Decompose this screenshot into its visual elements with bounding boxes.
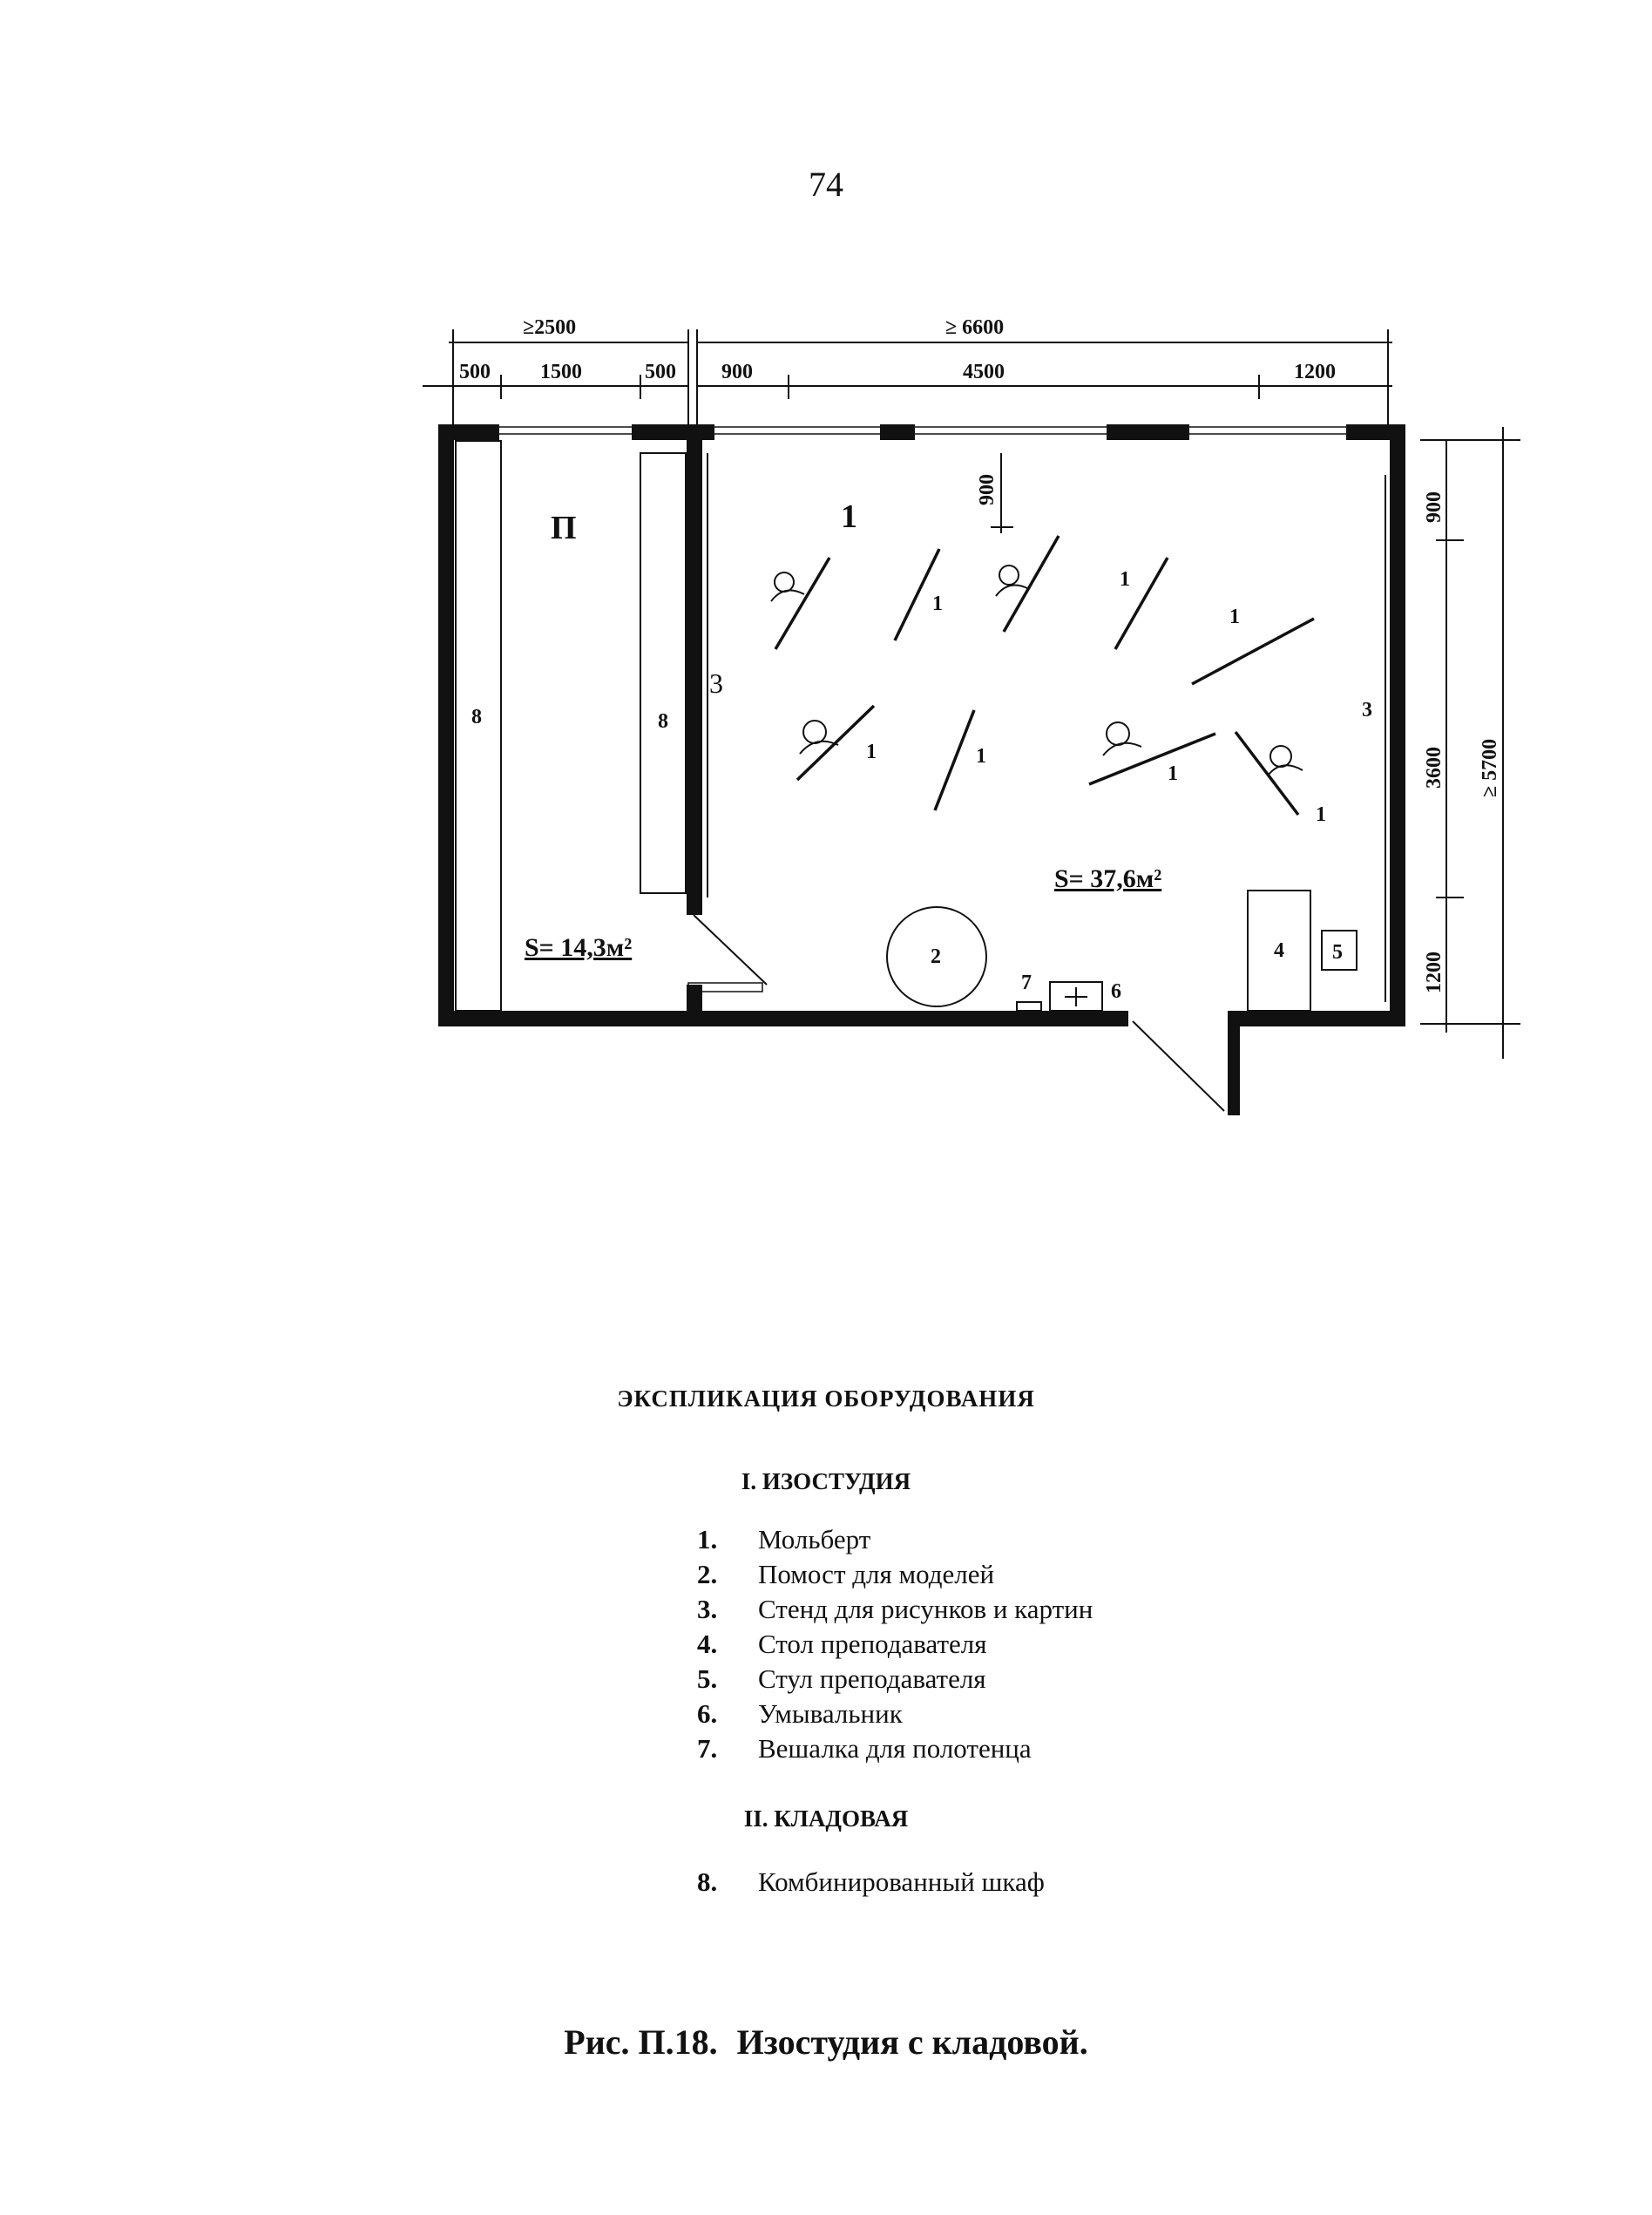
section-1-title: I. ИЗОСТУДИЯ [741,1468,911,1494]
easel-mark: 1 [976,745,986,768]
floor-plan: ≥2500 ≥ 6600 500 1500 500 900 4500 1200 … [423,316,1520,1115]
windows [499,426,1346,435]
dim-top-right-seg: 4500 [963,361,1005,383]
studio-label: 1 [841,498,857,535]
list-item: 1.Мольберт [697,1524,871,1555]
easel-mark: 1 [932,593,943,615]
dim-right-seg: 3600 [1423,747,1446,789]
desk-mark: 4 [1274,939,1284,962]
stand-mark: 3 [709,667,723,699]
washbasin-mark: 6 [1111,980,1121,1003]
top-dimension-lines [423,329,1392,533]
artists [770,565,1303,776]
list-item: 7.Вешалка для полотенца [697,1733,1032,1764]
page-number: 74 [809,165,843,204]
section-2-title: II. КЛАДОВАЯ [743,1805,909,1832]
model-platform [886,906,987,1007]
dim-top-left-seg: 500 [645,361,676,383]
platform-mark: 2 [931,945,941,968]
list-item: 3.Стенд для рисунков и картин [697,1594,1093,1624]
dim-top-left-seg: 1500 [540,361,582,383]
list-item: 8.Комбинированный шкаф [697,1866,1045,1897]
teacher-chair [1321,930,1357,971]
walls [438,424,1405,1115]
right-dimension-lines [1420,427,1520,1059]
doors [687,914,1225,1112]
easel-mark: 1 [1168,762,1178,785]
figure-number: Рис. П.18. [564,2022,718,2062]
cabinet-mark: 8 [658,710,668,733]
easel-mark: 1 [1316,803,1326,826]
easels [774,535,1315,816]
stands [707,453,1386,1002]
easel-mark: 1 [1229,606,1240,628]
dim-top-left-seg: 500 [459,361,491,383]
storage-area: S= 14,3м² [525,933,632,962]
dim-top-right-seg: 1200 [1294,361,1336,383]
stand-mark: 3 [1362,699,1372,721]
chair-mark: 5 [1332,941,1343,964]
dim-window-offset: 900 [976,474,999,505]
list-item: 5.Стул преподавателя [697,1663,986,1694]
washbasin [1049,981,1103,1012]
dim-top-total-left: ≥2500 [523,316,576,339]
figure-title: Изостудия с кладовой. [736,2022,1088,2062]
dim-right-seg: 900 [1423,491,1446,523]
dim-right-total: ≥ 5700 [1479,739,1501,797]
section-2-list: 8.Комбинированный шкаф [697,1865,1045,1900]
easel-mark: 1 [866,741,877,763]
storage-label: П [551,510,577,546]
section-1-list: 1.Мольберт 2.Помост для моделей 3.Стенд … [697,1522,1093,1766]
dim-right-seg: 1200 [1423,952,1446,993]
list-item: 4.Стол преподавателя [697,1629,987,1659]
list-item: 6.Умывальник [697,1698,903,1729]
easel-mark: 1 [1120,568,1130,591]
dim-top-right-seg: 900 [721,361,753,383]
cabinets [455,440,687,1012]
figure-caption: Рис. П.18. Изостудия с кладовой. [0,2022,1652,2063]
towel-hanger-mark: 7 [1021,972,1032,994]
cabinet-mark: 8 [471,706,482,728]
list-item: 2.Помост для моделей [697,1559,995,1589]
towel-hanger [1016,1001,1042,1012]
studio-area: S= 37,6м² [1054,864,1161,893]
dim-top-total-right: ≥ 6600 [945,316,1004,339]
explication-title: ЭКСПЛИКАЦИЯ ОБОРУДОВАНИЯ [617,1385,1035,1412]
teacher-desk [1247,890,1311,1012]
